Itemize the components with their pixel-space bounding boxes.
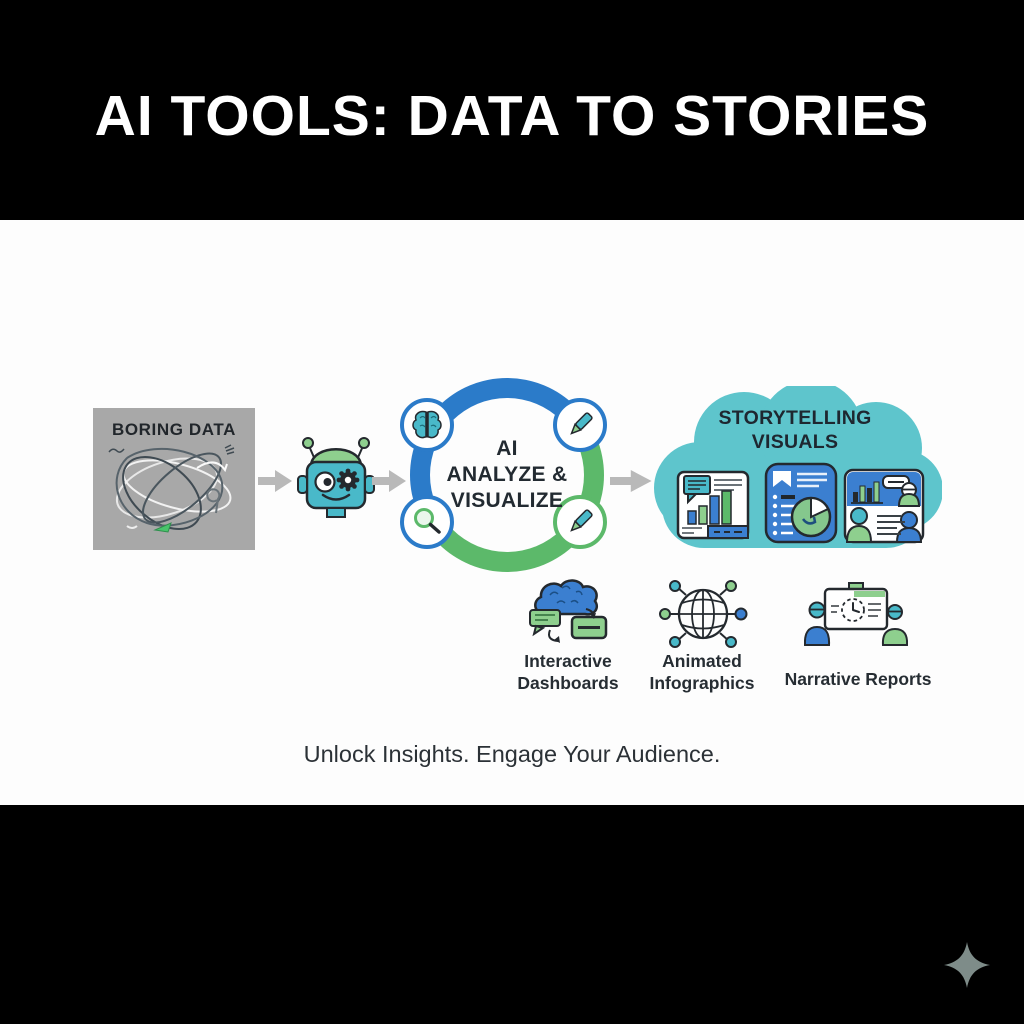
- ai-circle-line3: VISUALIZE: [450, 489, 564, 512]
- page-title: AI TOOLS: DATA TO STORIES: [94, 84, 930, 148]
- feature1-line2: Dashboards: [517, 673, 619, 693]
- arrow-right-icon: [372, 470, 406, 492]
- ai-circle-line2: ANALYZE &: [446, 463, 568, 486]
- globe-network-icon: [659, 580, 748, 648]
- marker-badge-top: [553, 398, 607, 452]
- presentation-audience-icon: [804, 582, 908, 646]
- magnifier-badge: [400, 495, 454, 549]
- tagline: Unlock Insights. Engage Your Audience.: [303, 741, 721, 767]
- feature2-line2: Infographics: [649, 673, 755, 693]
- storytelling-line2: VISUALS: [751, 431, 839, 453]
- report-pie-card-icon: [764, 462, 838, 544]
- bar-chart-dashboard-card-icon: [676, 470, 750, 540]
- scribble-doodle-icon: [108, 444, 235, 533]
- feature-label-dashboards: Interactive Dashboards: [483, 650, 653, 694]
- ai-circle-label: AI ANALYZE & VISUALIZE: [447, 436, 568, 514]
- top-title-bar: AI TOOLS: DATA TO STORIES: [0, 0, 1024, 220]
- bottom-bar: [0, 805, 1024, 1024]
- feature1-line1: Interactive: [524, 651, 612, 671]
- four-point-star-icon: [944, 942, 990, 988]
- feature3-line1: Narrative Reports: [784, 669, 932, 689]
- arrow-right-icon: [610, 470, 652, 492]
- feature-label-reports: Narrative Reports: [763, 668, 953, 690]
- arrow-right-icon: [258, 470, 292, 492]
- dashboard-sync-icon: [529, 579, 608, 643]
- brain-badge: [400, 398, 454, 452]
- storytelling-line1: STORYTELLING: [718, 407, 872, 429]
- boring-data-box: [93, 408, 255, 550]
- feature2-line1: Animated: [662, 651, 742, 671]
- marker-pen-icon: [570, 509, 593, 532]
- audience-people-card-icon: [843, 468, 925, 544]
- magnifier-icon: [414, 508, 441, 534]
- feature-label-infographics: Animated Infographics: [617, 650, 787, 694]
- marker-badge-bottom: [553, 495, 607, 549]
- ai-robot-icon: [297, 437, 375, 518]
- ai-circle-line1: AI: [496, 437, 518, 460]
- marker-pen-icon: [570, 412, 593, 435]
- storytelling-label: STORYTELLING VISUALS: [650, 406, 940, 454]
- brain-icon: [412, 410, 442, 439]
- boring-data-label: BORING DATA: [111, 420, 236, 439]
